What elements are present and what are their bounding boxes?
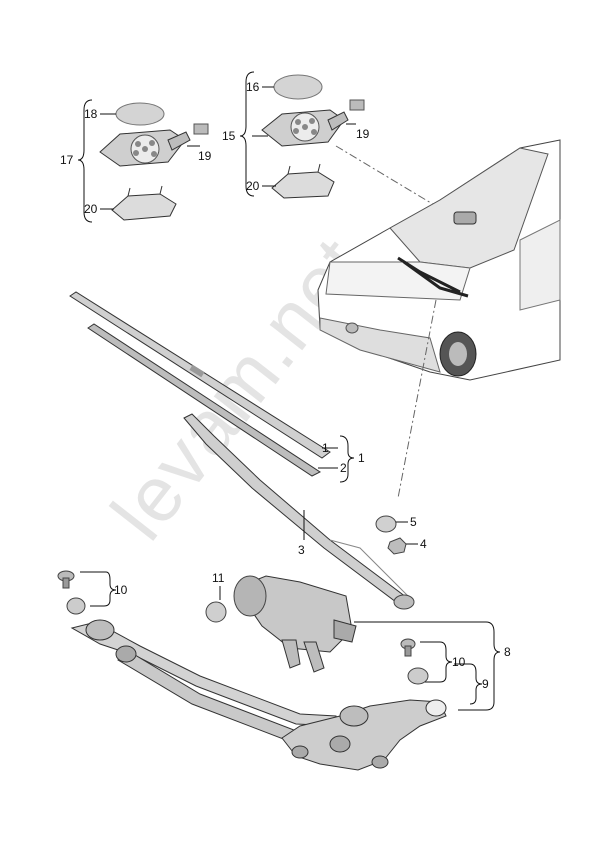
callout-18: 18: [84, 107, 98, 121]
callout-8: 8: [504, 645, 511, 659]
rain-sensor-right: [261, 109, 349, 147]
wiper-motor: [233, 575, 357, 673]
sensor-group-left: 18 17 19 20: [60, 99, 212, 223]
cap-5: [375, 515, 397, 533]
wiper-on-car: [397, 256, 469, 298]
wiper-arm-3: [183, 413, 415, 610]
connector-19-right: [349, 99, 365, 111]
fasteners-left: [57, 570, 86, 615]
callout-19-right: 19: [356, 127, 370, 141]
gel-pad-18: [115, 102, 165, 126]
callout-2: 2: [340, 461, 347, 475]
callout-3: 3: [298, 543, 305, 557]
rubber-bush-11: [205, 601, 227, 623]
callout-5: 5: [410, 515, 417, 529]
rain-sensor-left: [99, 129, 191, 167]
wiper-blade-1: [69, 291, 331, 459]
callout-1-alt: 1: [322, 441, 329, 455]
bracket-20-right: [271, 163, 335, 199]
locator-line-arm: [397, 299, 437, 499]
callout-4: 4: [420, 537, 427, 551]
nut-4: [387, 537, 407, 555]
callout-19-left: 19: [198, 149, 212, 163]
callout-17: 17: [60, 153, 74, 167]
callout-10-left: 10: [114, 583, 128, 597]
gel-pad-16: [273, 74, 323, 100]
callout-16: 16: [246, 80, 260, 94]
callout-15: 15: [222, 129, 236, 143]
callout-10-right: 10: [452, 655, 466, 669]
wiper-linkage: [70, 619, 447, 771]
bracket-20-left: [111, 185, 177, 221]
callout-11: 11: [212, 571, 225, 585]
wiper-rubber-2: [87, 323, 322, 477]
sensor-on-windscreen: [453, 211, 477, 225]
fasteners-right: [400, 638, 429, 685]
callout-20-left: 20: [84, 202, 98, 216]
callout-20-right: 20: [246, 179, 260, 193]
callout-9: 9: [482, 677, 489, 691]
sensor-group-right: 16 15 19 20: [222, 71, 370, 199]
callout-1: 1: [358, 451, 365, 465]
car-illustration: [317, 139, 561, 381]
connector-19-left: [193, 123, 209, 135]
